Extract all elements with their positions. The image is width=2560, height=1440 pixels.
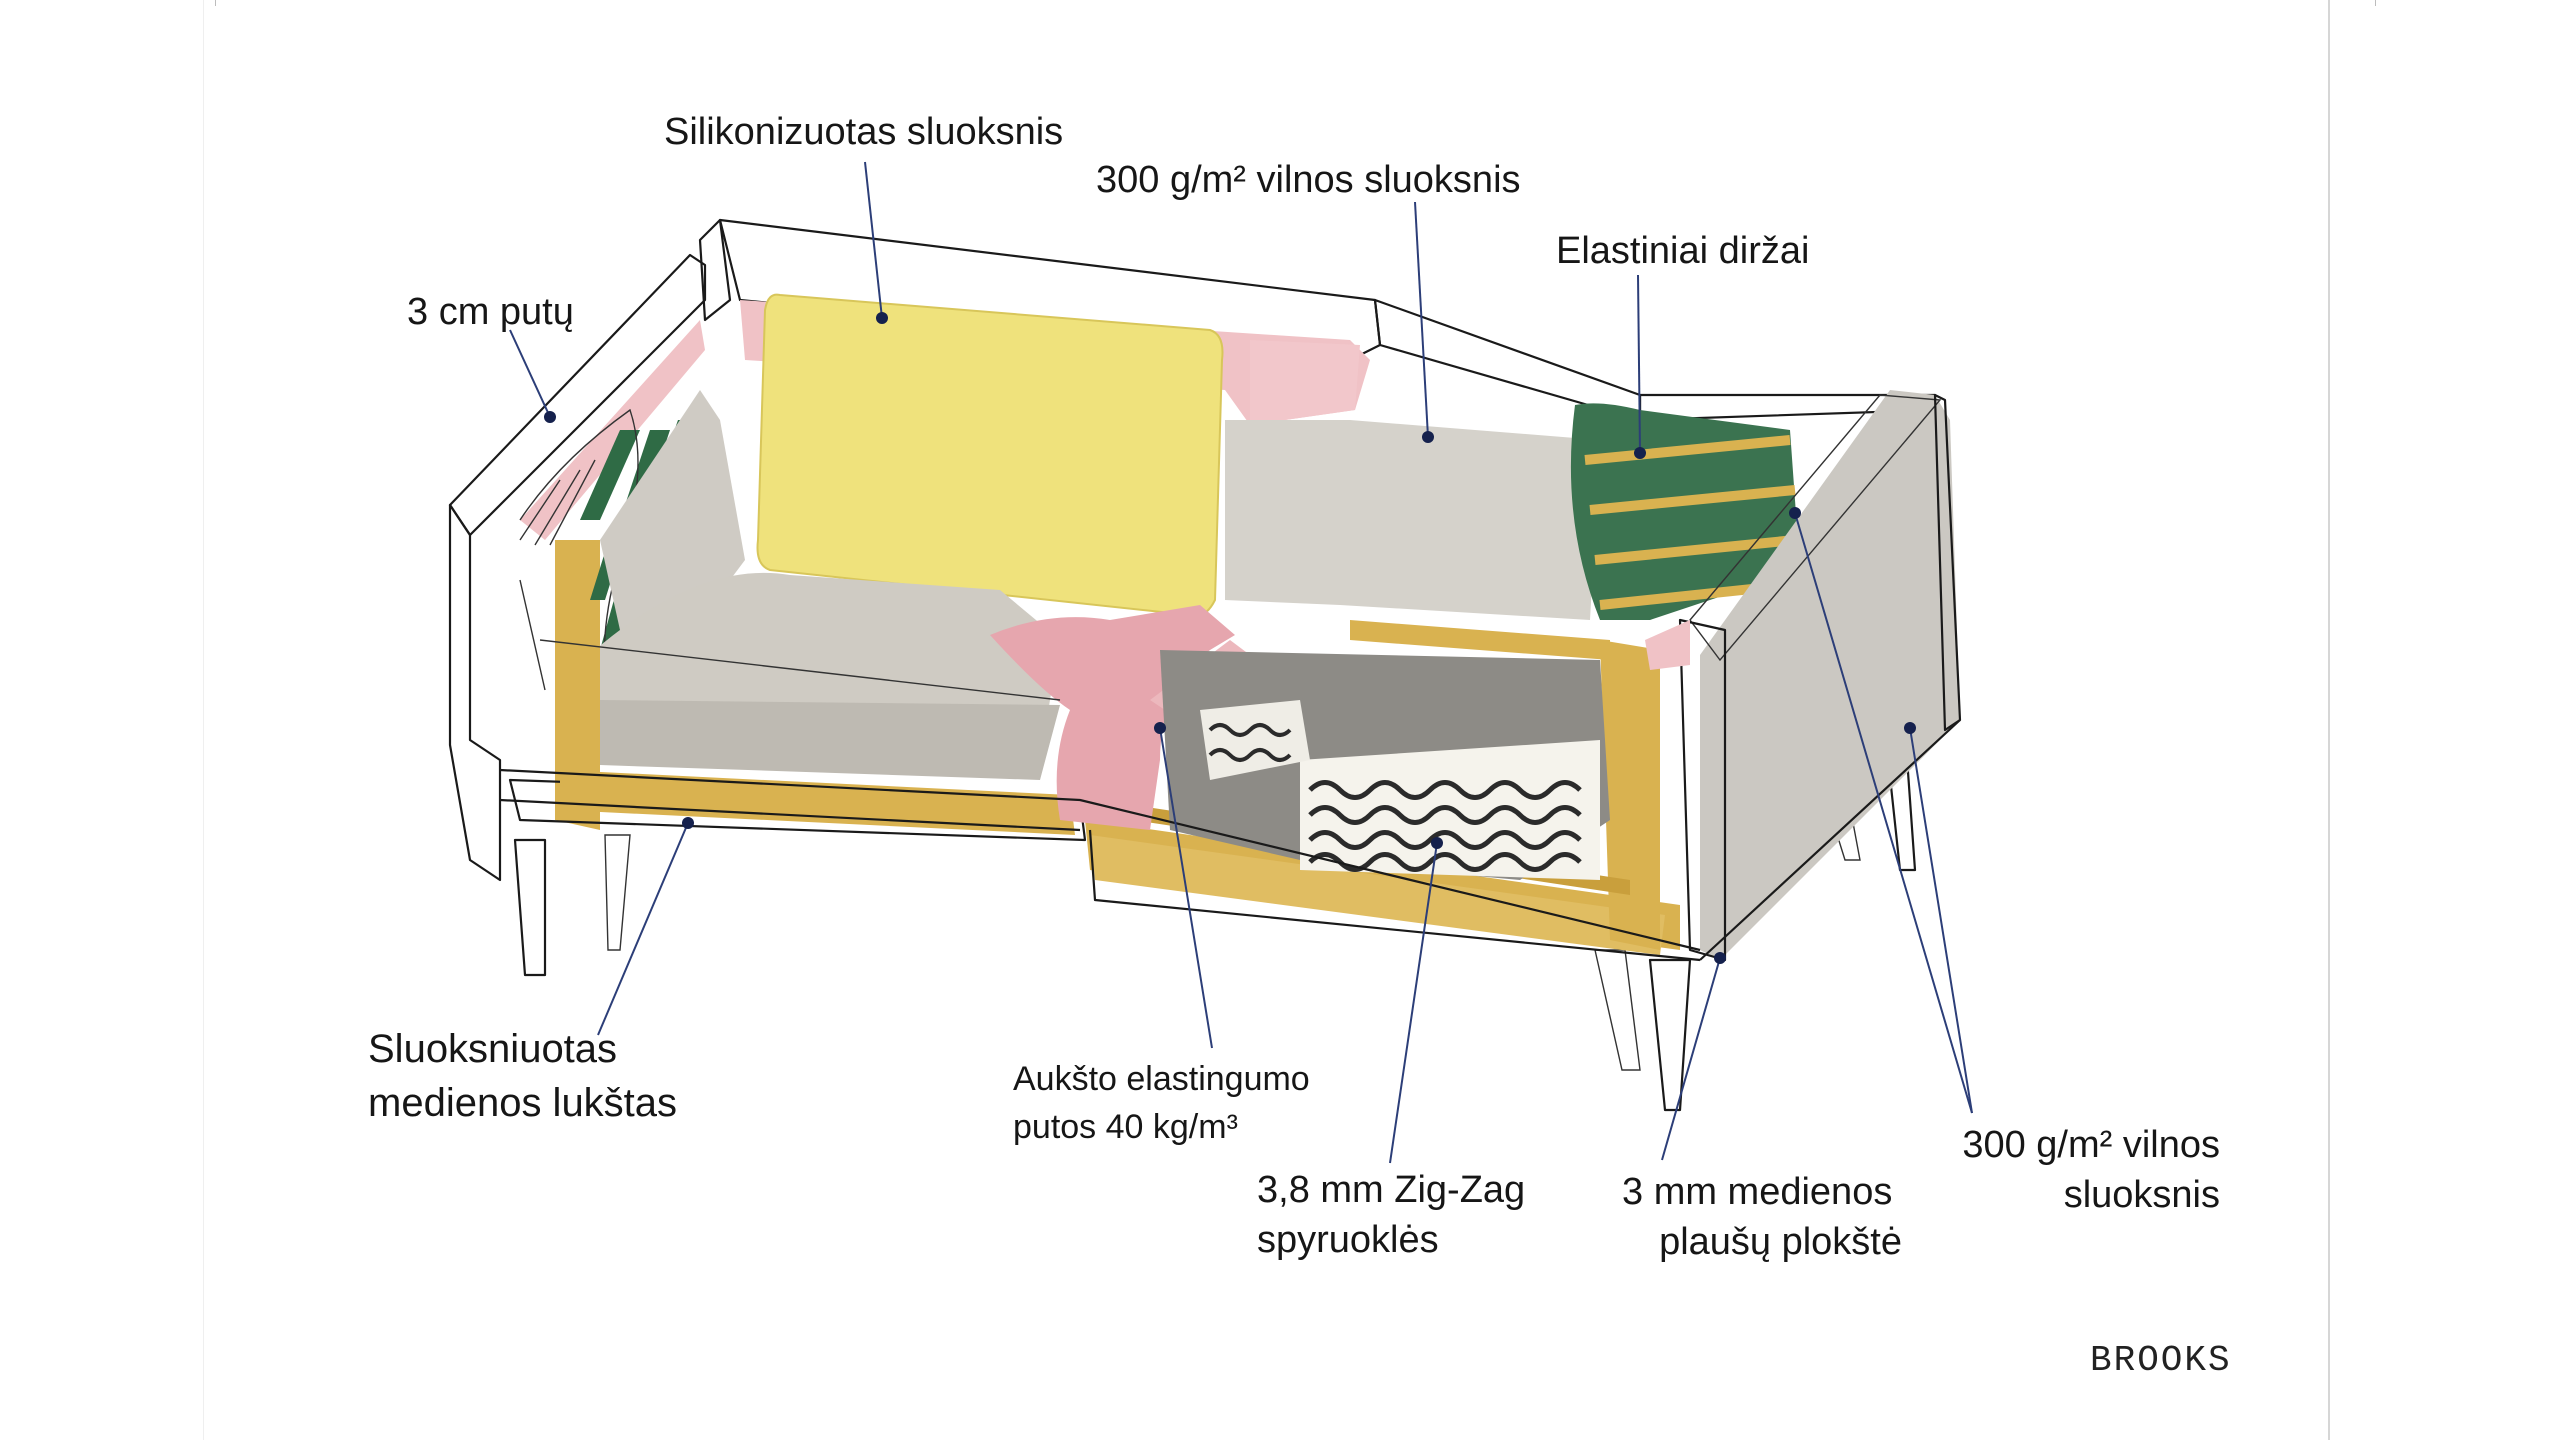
leader-lines — [509, 161, 1973, 1164]
page-left-edge — [203, 0, 204, 1440]
label-elastingumo-line2: putos 40 kg/m³ — [1013, 1108, 1238, 1146]
left-seat-cushion — [560, 572, 1060, 780]
label-elastingumo: Aukšto elastingumo putos 40 kg/m³ — [1013, 1055, 1310, 1151]
label-vilna-right: 300 g/m² vilnos sluoksnis — [1945, 1120, 2220, 1220]
zigzag-springs — [1160, 650, 1610, 880]
left-armrest — [448, 253, 745, 882]
label-vilna-right-line1: 300 g/m² vilnos — [1962, 1124, 2220, 1166]
label-plausu-line2: plaušų plokštė — [1659, 1221, 1902, 1263]
wood-frame — [508, 540, 1680, 955]
label-vilna-top: 300 g/m² vilnos sluoksnis — [1096, 159, 1521, 201]
label-lukstas: Sluoksniuotas medienos lukštas — [368, 1022, 677, 1130]
label-silikonizuotas: Silikonizuotas sluoksnis — [664, 111, 1064, 153]
label-plausu: 3 mm medienos plaušų plokštė — [1622, 1167, 1902, 1267]
right-back-cushion — [1225, 420, 1600, 620]
label-elastingumo-line1: Aukšto elastingumo — [1013, 1060, 1310, 1098]
crop-mark — [2375, 0, 2376, 6]
label-zigzag: 3,8 mm Zig-Zag spyruoklės — [1257, 1165, 1525, 1265]
label-zigzag-line1: 3,8 mm Zig-Zag — [1257, 1169, 1526, 1211]
label-lukstas-line2: medienos lukštas — [368, 1081, 678, 1125]
base-outline — [499, 639, 1961, 962]
label-plausu-line1: 3 mm medienos — [1622, 1171, 1893, 1213]
label-putu: 3 cm putų — [407, 291, 574, 333]
label-elastiniai: Elastiniai diržai — [1556, 230, 1810, 272]
brand-logo: BROOKS — [2090, 1340, 2232, 1381]
callout-dots — [544, 312, 1916, 964]
crop-mark — [215, 0, 216, 6]
page-right-edge — [2328, 0, 2330, 1440]
label-vilna-right-line2: sluoksnis — [2063, 1174, 2220, 1216]
back-cushion — [756, 293, 1224, 617]
label-lukstas-line1: Sluoksniuotas — [368, 1027, 618, 1071]
label-zigzag-line2: spyruoklės — [1257, 1219, 1439, 1261]
